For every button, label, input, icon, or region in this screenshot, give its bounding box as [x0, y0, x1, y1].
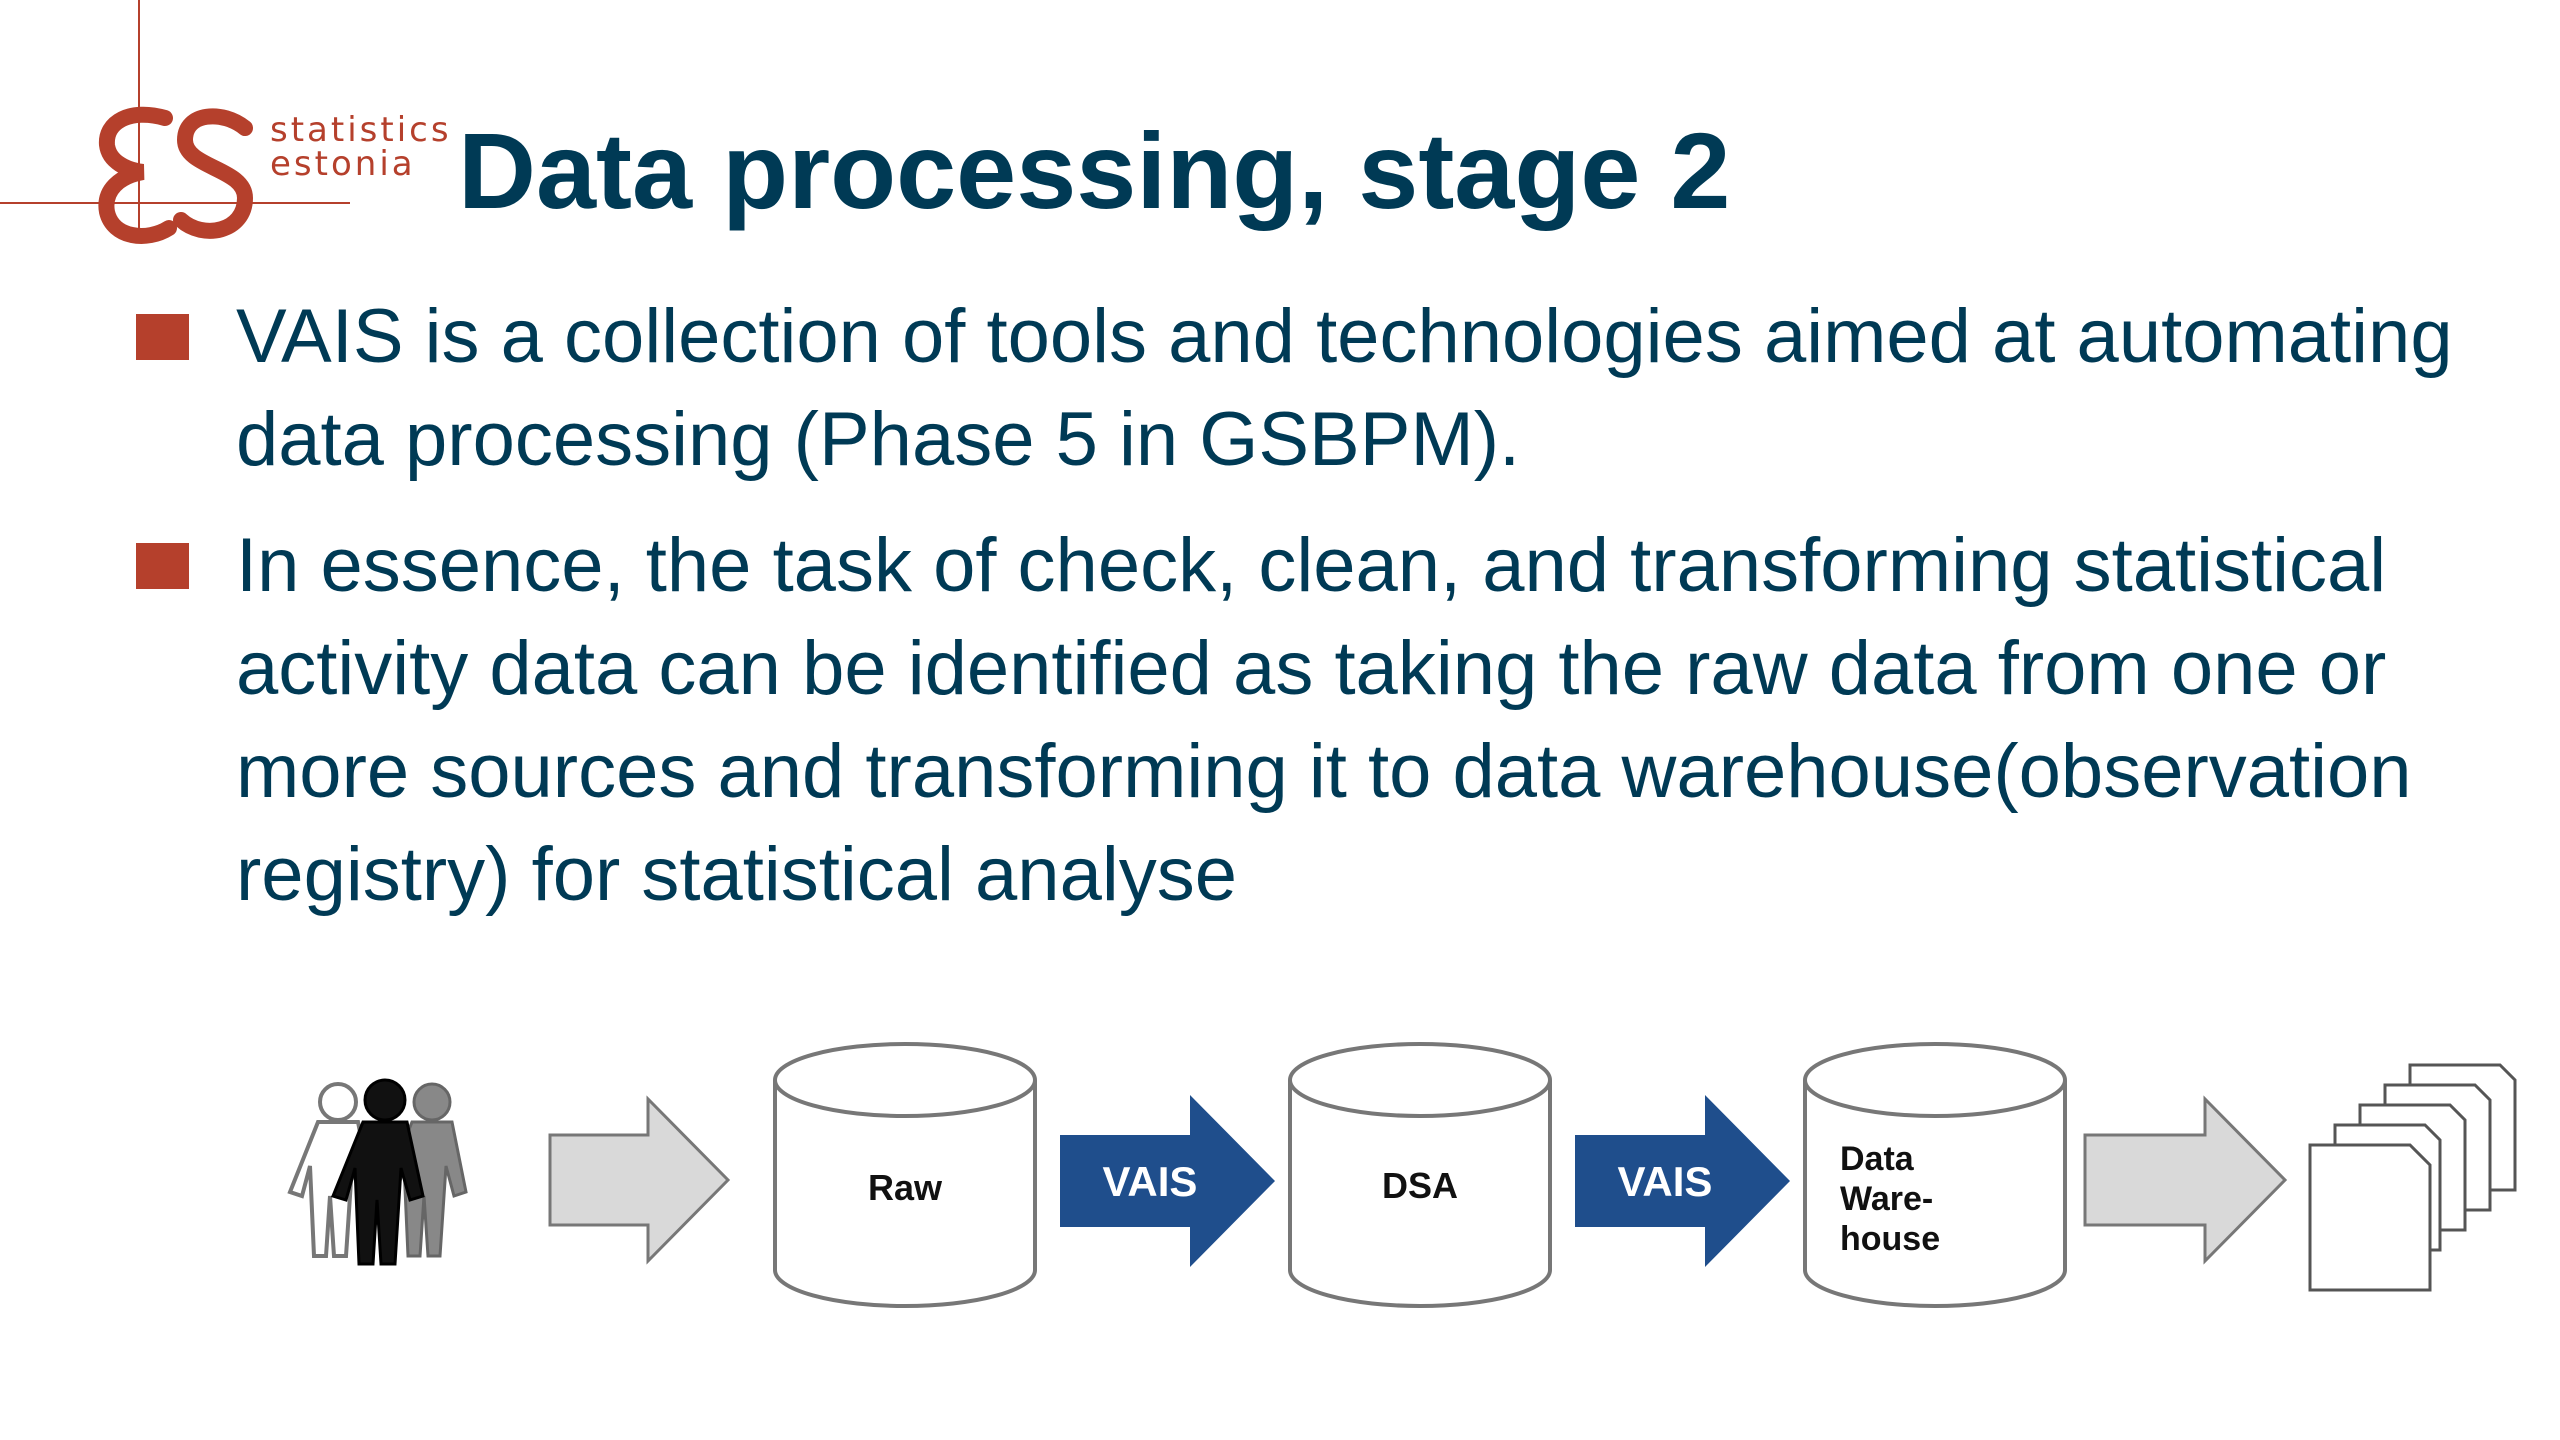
flow-arrow-grey [2083, 1095, 2288, 1265]
logo-text: statistics estonia [270, 113, 452, 181]
vais-arrow [1060, 1095, 1275, 1267]
vais-arrow-label: VAIS [1618, 1158, 1713, 1205]
database-dsa-label: DSA [1382, 1165, 1458, 1206]
bullet-text: VAIS is a collection of tools and techno… [236, 294, 2453, 482]
people-icon [287, 1078, 468, 1266]
bullet-square-icon [136, 314, 189, 360]
page-title: Data processing, stage 2 [458, 110, 1731, 231]
bullet-item: In essence, the task of check, clean, an… [136, 514, 2456, 926]
database-raw-label: Raw [868, 1167, 943, 1208]
database-dw-label-line2: Ware- [1840, 1180, 1933, 1218]
process-diagram: Raw VAIS DSA VAIS Data Ware- house [270, 1020, 2520, 1320]
database-dw-label-line3: house [1840, 1220, 1940, 1258]
bullet-text: In essence, the task of check, clean, an… [236, 523, 2412, 917]
database-dsa-icon [1288, 1042, 1552, 1308]
documents-stack-icon [2308, 1063, 2517, 1292]
logo-text-line2: estonia [270, 144, 416, 184]
vais-arrow-label: VAIS [1103, 1158, 1198, 1205]
bullet-square-icon [136, 543, 189, 589]
bullet-list: VAIS is a collection of tools and techno… [136, 285, 2456, 949]
logo-text-line1: statistics [270, 110, 452, 150]
bullet-item: VAIS is a collection of tools and techno… [136, 285, 2456, 491]
database-data-warehouse-icon [1803, 1042, 2067, 1308]
database-dw-label-line1: Data [1840, 1140, 1915, 1178]
statistics-estonia-logo-icon [98, 106, 254, 244]
flow-arrow-grey [548, 1095, 731, 1265]
logo-crosshair-horizontal [0, 202, 350, 204]
database-raw-icon [773, 1042, 1037, 1308]
vais-arrow [1575, 1095, 1790, 1267]
